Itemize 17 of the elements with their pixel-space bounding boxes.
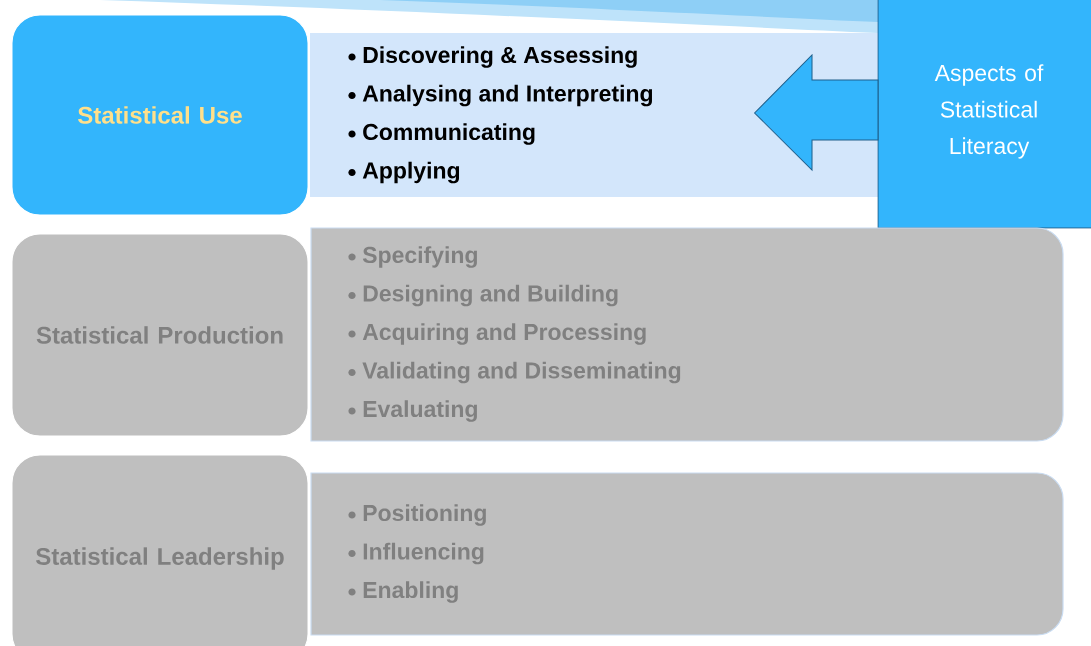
bullet-item: Specifying (348, 246, 477, 268)
bullet-item: Influencing (348, 542, 484, 565)
bullet-item: Validating and Disseminating (348, 361, 681, 384)
bullet-item: Enabling (348, 581, 458, 603)
bullet-item: Communicating (348, 123, 535, 145)
heading-box: Statistical Leadership (11, 454, 309, 646)
bullet-item: Analysing and Interpreting (348, 84, 653, 107)
aspect-box: Aspects of Statistical Literacy (877, 0, 1091, 229)
heading-box: Statistical Use (11, 14, 309, 216)
block-arrow (754, 54, 879, 171)
bullet-item: Evaluating (348, 400, 477, 422)
bullet-item: Positioning (348, 504, 486, 526)
bullet-item: Acquiring and Processing (348, 323, 646, 345)
bullet-item: Discovering & Assessing (348, 46, 637, 68)
heading-box: Statistical Production (11, 233, 309, 437)
bullet-item: Applying (348, 161, 460, 184)
bullet-item: Designing and Building (348, 284, 618, 307)
